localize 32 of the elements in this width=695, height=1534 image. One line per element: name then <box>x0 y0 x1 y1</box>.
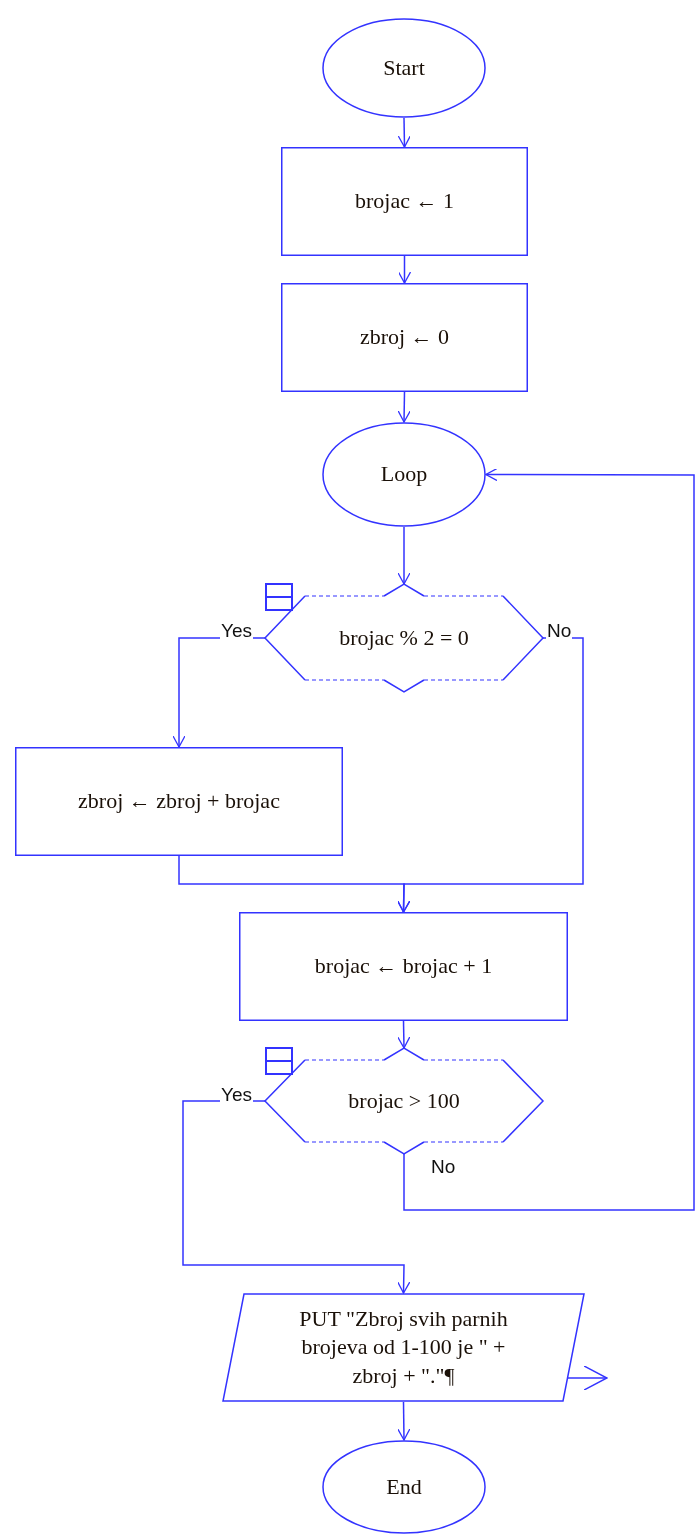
output-parallelogram <box>222 1293 585 1402</box>
node-text: brojac % 2 = 0 <box>339 623 469 652</box>
edge-label: No <box>546 621 573 640</box>
node-text: brojac ← brojac + 1 <box>314 952 493 981</box>
process-box <box>281 147 528 256</box>
edge-label: Yes <box>220 1085 253 1104</box>
arrow <box>397 117 411 148</box>
node-text: Start <box>383 53 425 82</box>
arrow <box>397 1401 411 1441</box>
node-text: brojac ← 1 <box>355 187 454 216</box>
terminal-oval <box>322 422 486 527</box>
arrow <box>397 391 411 423</box>
arrow <box>178 855 411 913</box>
node-text: Loop <box>380 460 428 489</box>
arrow <box>397 526 411 585</box>
node-text: zbroj ← zbroj + brojac <box>78 787 280 816</box>
arrow <box>403 467 695 1211</box>
edge-label: No <box>430 1157 457 1176</box>
process-box <box>239 912 568 1021</box>
edge-label: Yes <box>220 621 253 640</box>
arrow <box>182 1100 411 1294</box>
process-box <box>15 747 343 856</box>
process-box <box>281 283 528 392</box>
terminal-oval <box>322 18 486 118</box>
terminal-oval <box>322 1440 486 1534</box>
node-text: zbroj ← 0 <box>359 323 450 352</box>
node-text: End <box>386 1472 422 1501</box>
arrow <box>397 1020 411 1049</box>
node-text: brojac > 100 <box>348 1086 460 1115</box>
arrow <box>567 1365 608 1391</box>
node-text: PUT "Zbroj svih parnih brojeva od 1-100 je " + zbroj + "."¶ <box>298 1304 509 1390</box>
arrow <box>397 255 412 284</box>
